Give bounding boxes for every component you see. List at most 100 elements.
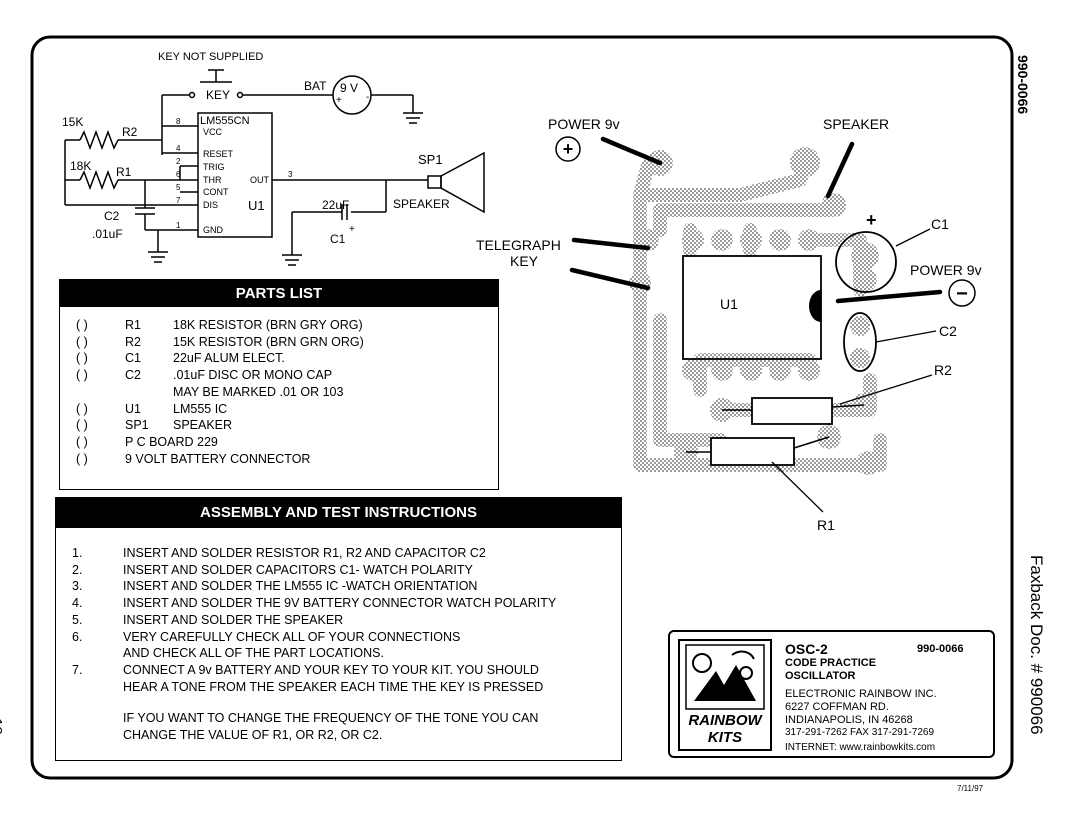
c2-label: C2 xyxy=(104,209,120,223)
parts-checkbox[interactable]: ( ) xyxy=(76,451,88,466)
pcb-labels: POWER 9v + SPEAKER C1 + TELEGRAPH KEY PO… xyxy=(476,116,982,533)
key-label: KEY xyxy=(206,88,230,102)
pcb-power-plus-icon xyxy=(555,136,581,162)
doc-id-top: 990-0066 xyxy=(1015,55,1031,115)
resistor-r2 xyxy=(79,129,119,151)
parts-checkbox[interactable]: ( ) xyxy=(76,401,88,416)
r1-value: 18K xyxy=(70,159,91,173)
c1-value: 22uF xyxy=(322,198,349,212)
pcb-telegraph-label: TELEGRAPH xyxy=(476,237,561,253)
product-name-line1: CODE PRACTICE xyxy=(785,657,877,669)
pcb-c1-label: C1 xyxy=(931,216,949,232)
parts-ref: C1 xyxy=(125,351,141,366)
pin-2: 2 xyxy=(176,157,181,166)
pin-reset: RESET xyxy=(203,149,234,159)
bat-minus: - xyxy=(366,92,369,103)
company-address1: 6227 COFFMAN RD. xyxy=(785,701,889,713)
ic-ref: U1 xyxy=(248,198,265,213)
pcb-u1-notch xyxy=(809,290,821,322)
schematic xyxy=(64,69,485,266)
pcb-c1-plus: + xyxy=(866,210,877,230)
assembly-step-text: CONNECT A 9v BATTERY AND YOUR KEY TO YOU… xyxy=(123,662,539,677)
parts-desc: SPEAKER xyxy=(173,418,233,433)
parts-desc: .01uF DISC OR MONO CAP xyxy=(173,368,333,383)
r2-value: 15K xyxy=(62,115,83,129)
assembly-step-text: INSERT AND SOLDER CAPACITORS C1- WATCH P… xyxy=(123,562,473,577)
pin-5: 5 xyxy=(176,183,181,192)
pcb-power-neg-label: POWER 9v xyxy=(910,262,982,278)
speaker-label: SPEAKER xyxy=(393,197,450,211)
r1-label: R1 xyxy=(116,165,132,179)
pin-trig: TRIG xyxy=(203,162,225,172)
assembly-step-text: AND CHECK ALL OF THE PART LOCATIONS. xyxy=(123,646,384,661)
assembly-step-text: HEAR A TONE FROM THE SPEAKER EACH TIME T… xyxy=(123,679,544,694)
parts-checkbox[interactable]: ( ) xyxy=(76,334,88,349)
parts-desc: 22uF ALUM ELECT. xyxy=(173,351,285,366)
rainbow-kits-logo-icon: RAINBOW KITS xyxy=(685,644,765,746)
parts-list-title: PARTS LIST xyxy=(60,280,498,307)
parts-ref: C2 xyxy=(125,368,141,383)
assembly-step-text: INSERT AND SOLDER THE LM555 IC -WATCH OR… xyxy=(123,579,478,594)
pcb-c2-label: C2 xyxy=(939,323,957,339)
parts-ref: SP1 xyxy=(125,418,149,433)
c2-value: .01uF xyxy=(92,227,123,241)
assembly-step-number: 7. xyxy=(72,662,83,677)
pcb-r1-body xyxy=(710,437,795,466)
pin-cont: CONT xyxy=(203,187,229,197)
schematic-labels: KEY NOT SUPPLIED KEY BAT 9 V + - 15K R2 … xyxy=(62,51,450,246)
pcb-power-pos-label: POWER 9v xyxy=(548,116,620,132)
parts-checkbox[interactable]: ( ) xyxy=(76,418,88,433)
parts-checkbox[interactable]: ( ) xyxy=(76,351,88,366)
company-info-box: RAINBOW KITS OSC-2 990-0066 CODE PRACTIC… xyxy=(668,630,995,758)
pcb-key-label: KEY xyxy=(510,253,539,269)
pin-3: 3 xyxy=(288,170,293,179)
company-name: ELECTRONIC RAINBOW INC. xyxy=(785,688,937,700)
assembly-step-text: INSERT AND SOLDER THE 9V BATTERY CONNECT… xyxy=(123,596,557,611)
pcb-u1-outline xyxy=(682,255,822,360)
pcb-layout xyxy=(555,136,976,513)
ic-u1-body xyxy=(197,112,273,238)
pin-vcc: VCC xyxy=(203,127,223,137)
assembly-note-line2: CHANGE THE VALUE OF R1, OR R2, OR C2. xyxy=(123,728,383,742)
pin-thr: THR xyxy=(203,175,222,185)
ic-name: LM555CN xyxy=(200,115,250,127)
parts-checkbox[interactable]: ( ) xyxy=(76,434,88,449)
pcb-r2-label: R2 xyxy=(934,362,952,378)
c1-label: C1 xyxy=(330,232,346,246)
product-part-number: 990-0066 xyxy=(917,643,964,655)
pcb-speaker-label: SPEAKER xyxy=(823,116,889,132)
pcb-plus-symbol: + xyxy=(563,139,574,159)
pcb-r1-label: R1 xyxy=(817,517,835,533)
assembly-step-text: INSERT AND SOLDER THE SPEAKER xyxy=(123,612,344,627)
logo-line2: KITS xyxy=(708,729,742,746)
assembly-step-text: INSERT AND SOLDER RESISTOR R1, R2 AND CA… xyxy=(123,546,486,560)
parts-checkbox[interactable]: ( ) xyxy=(76,368,88,383)
parts-ref: U1 xyxy=(125,401,141,416)
bat-plus: + xyxy=(336,95,342,106)
pin-4: 4 xyxy=(176,144,181,153)
r2-label: R2 xyxy=(122,125,138,139)
rainbow-kits-logo: RAINBOW KITS xyxy=(678,639,772,751)
assembly-box: ASSEMBLY AND TEST INSTRUCTIONS 1.INSERT … xyxy=(55,497,622,761)
assembly-note-line1: IF YOU WANT TO CHANGE THE FREQUENCY OF T… xyxy=(123,711,539,725)
parts-desc: LM555 IC xyxy=(173,401,228,416)
assembly-step-number: 6. xyxy=(72,629,83,644)
parts-desc: MAY BE MARKED .01 OR 103 xyxy=(173,384,344,399)
page-frame xyxy=(30,35,1014,780)
key-not-supplied-label: KEY NOT SUPPLIED xyxy=(158,51,263,63)
company-phones: 317-291-7262 FAX 317-291-7269 xyxy=(785,727,935,738)
assembly-step-number: 2. xyxy=(72,562,83,577)
parts-ref: R1 xyxy=(125,318,141,332)
date-stamp: 7/11/97 xyxy=(957,784,984,793)
assembly-step-number: 5. xyxy=(72,612,83,627)
parts-checkbox[interactable]: ( ) xyxy=(76,318,88,332)
speaker-symbol xyxy=(427,175,442,189)
pin-out: OUT xyxy=(250,175,270,185)
pin-7: 7 xyxy=(176,196,181,205)
pcb-c1-outline xyxy=(835,231,897,293)
pcb-power-minus-icon xyxy=(948,279,976,307)
pin-6: 6 xyxy=(176,170,181,179)
assembly-step-number: 3. xyxy=(72,579,83,594)
